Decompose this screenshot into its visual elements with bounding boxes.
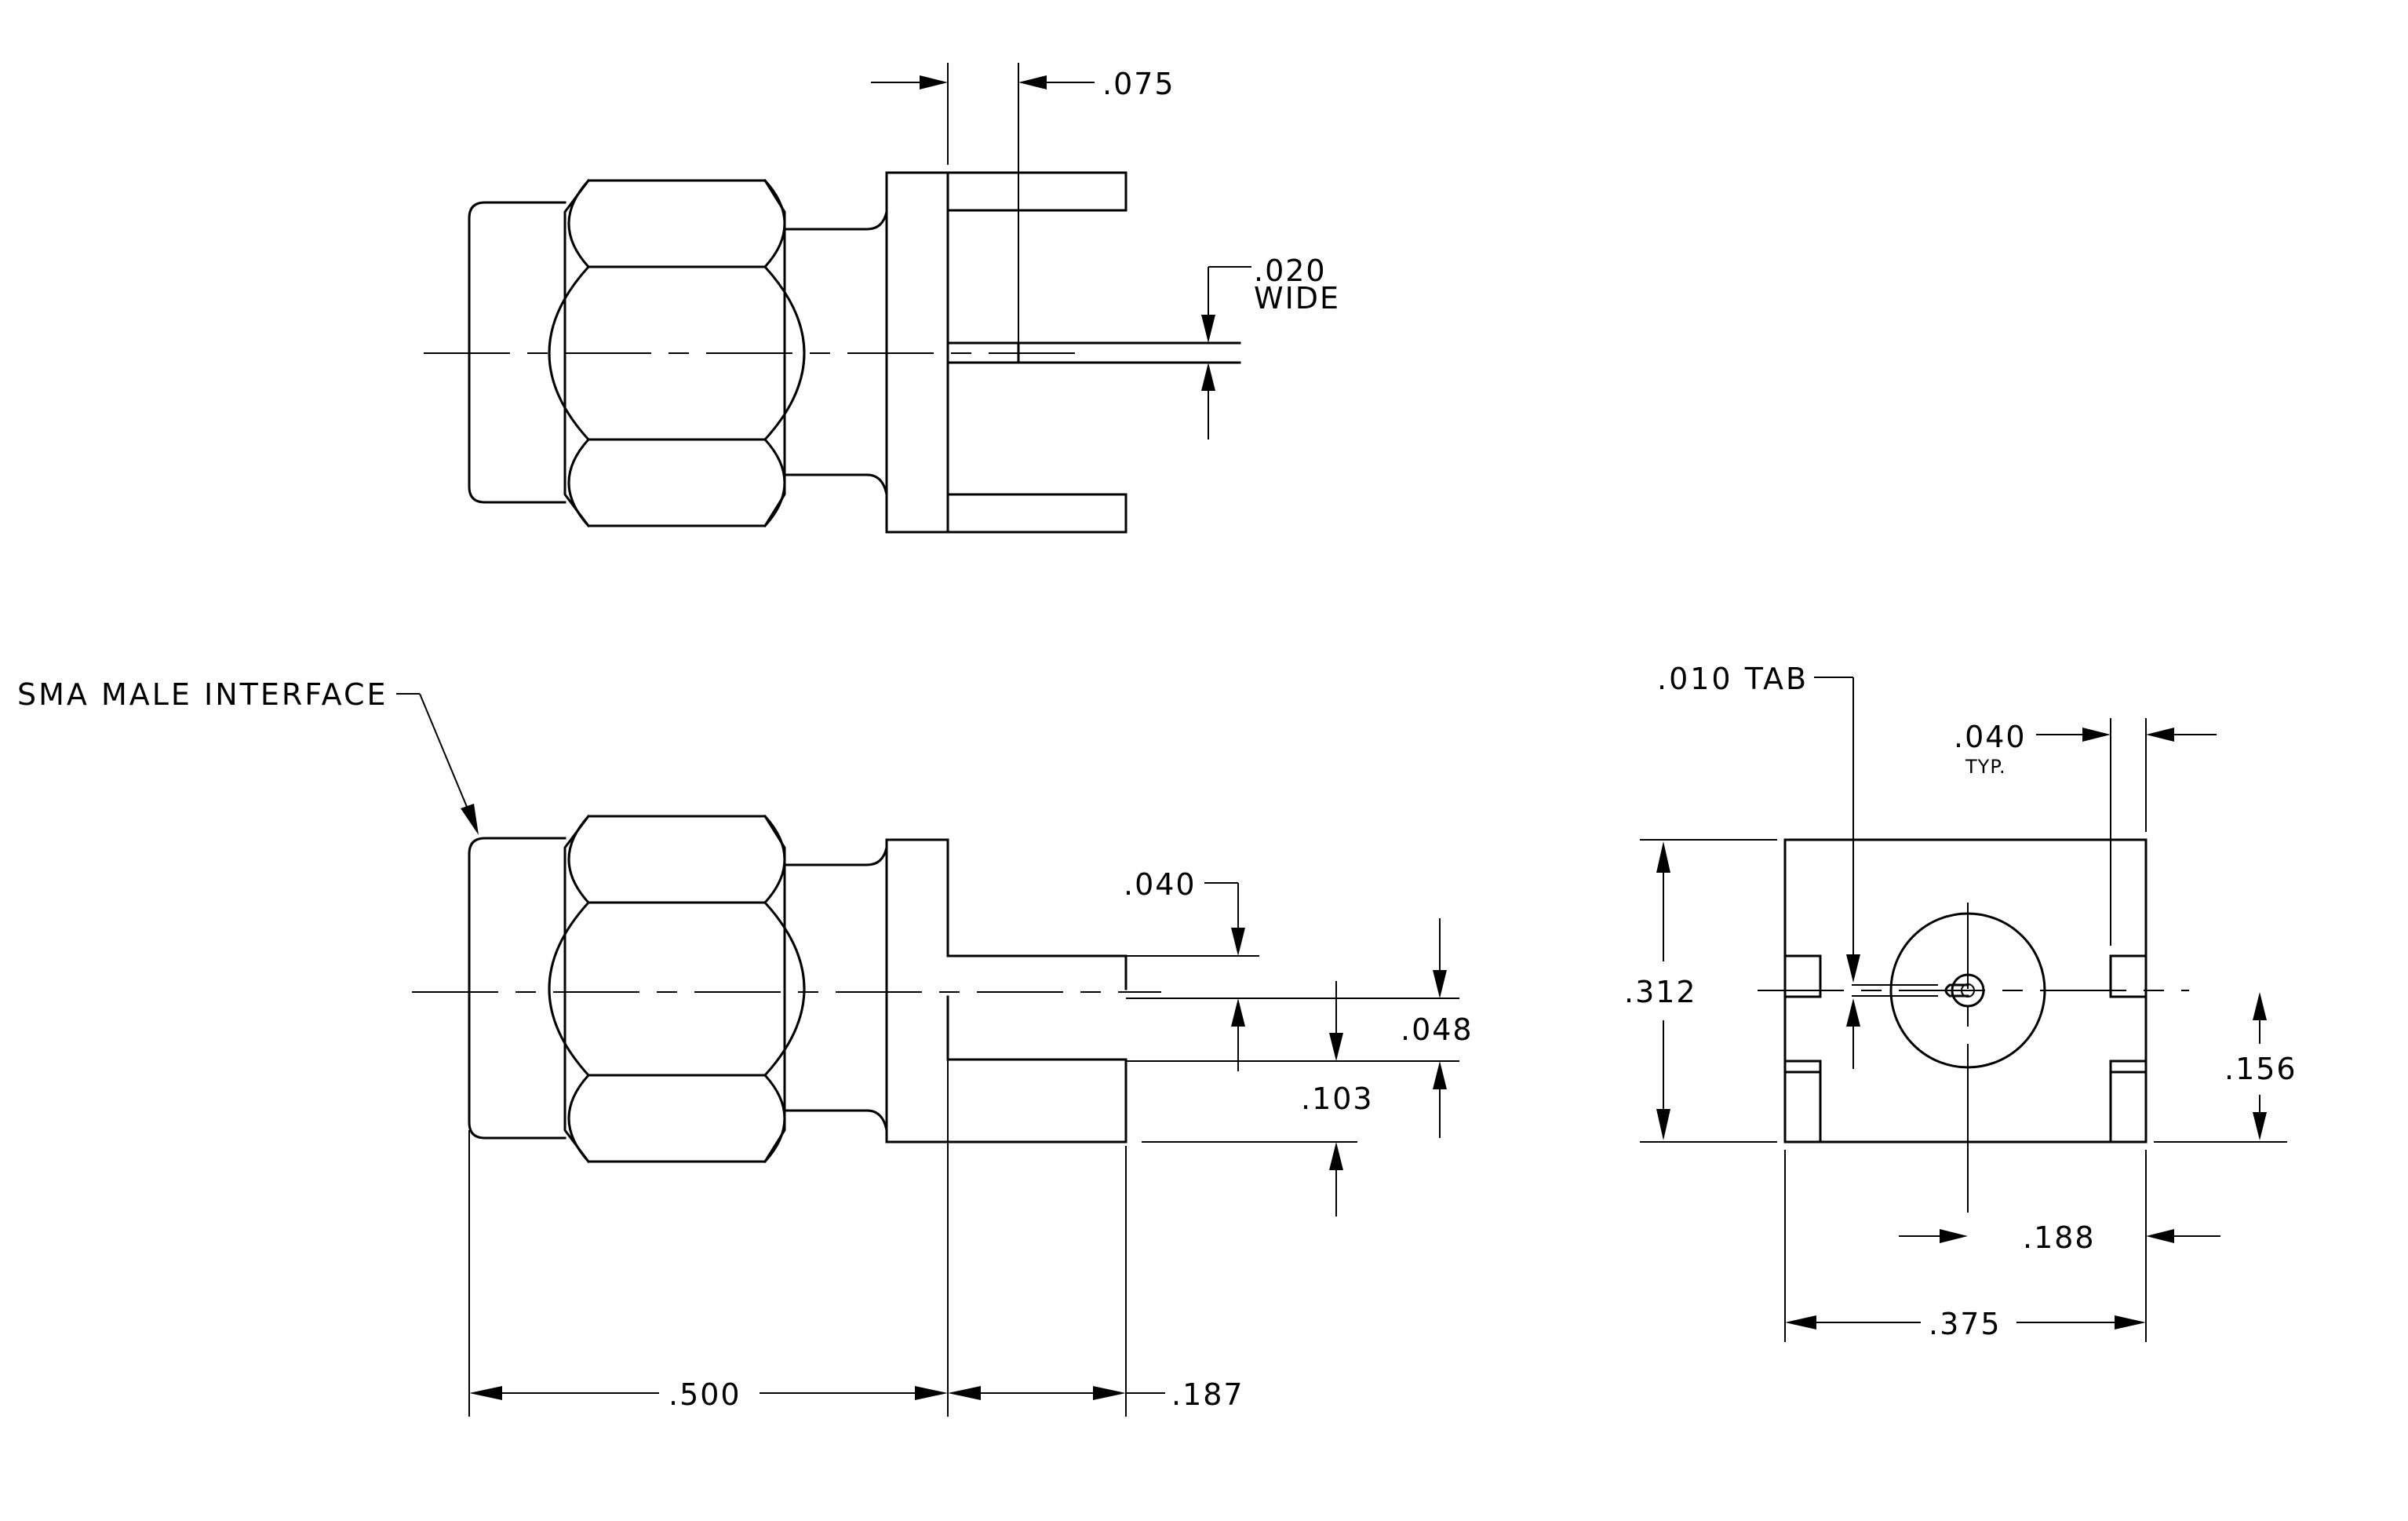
dim-slot-width-note: TYP. bbox=[1965, 756, 2006, 778]
top-neck bbox=[783, 171, 888, 231]
dim-upper-pin-offset: .040 bbox=[1124, 867, 1197, 902]
side-view: .040 .048 .103 .500 .187 SMA MALE INTERF… bbox=[17, 677, 1474, 1417]
dim-slot-width: .040 bbox=[1954, 720, 2027, 754]
end-left-slot-lower bbox=[1783, 1060, 1822, 1143]
dim-body-length: .500 bbox=[668, 1377, 741, 1412]
dim-pin-length: .187 bbox=[1171, 1377, 1244, 1412]
side-hex-nut bbox=[563, 815, 786, 1163]
dim-tab-thickness: .010 TAB bbox=[1657, 662, 1809, 696]
dim-pin-width: .020 bbox=[1254, 254, 1327, 288]
dim-width: .375 bbox=[1929, 1307, 2002, 1341]
end-right-slot-lower bbox=[2109, 1060, 2148, 1143]
end-view: .010 TAB .040 TYP. .312 .156 bbox=[1624, 662, 2297, 1342]
top-view: .075 .020 WIDE bbox=[424, 63, 1340, 534]
dim-lower-pin-offset: .103 bbox=[1301, 1081, 1374, 1116]
side-back-cap bbox=[468, 837, 566, 1140]
dim-center-height: .156 bbox=[2224, 1052, 2297, 1086]
label-interface: SMA MALE INTERFACE bbox=[17, 677, 388, 712]
dim-pin-width-note: WIDE bbox=[1254, 281, 1340, 316]
side-flange bbox=[885, 838, 1127, 990]
side-neck bbox=[783, 838, 888, 866]
top-lower-tab bbox=[946, 493, 1127, 534]
end-right-slot-upper bbox=[2109, 954, 2148, 998]
top-upper-tab bbox=[946, 171, 1127, 212]
dim-height: .312 bbox=[1624, 975, 1697, 1009]
end-left-slot-upper bbox=[1783, 954, 1822, 998]
dim-center-width: .188 bbox=[2023, 1220, 2096, 1255]
dim-top-tab-thickness: .075 bbox=[1102, 67, 1175, 101]
dim-pin-gap: .048 bbox=[1401, 1012, 1474, 1047]
